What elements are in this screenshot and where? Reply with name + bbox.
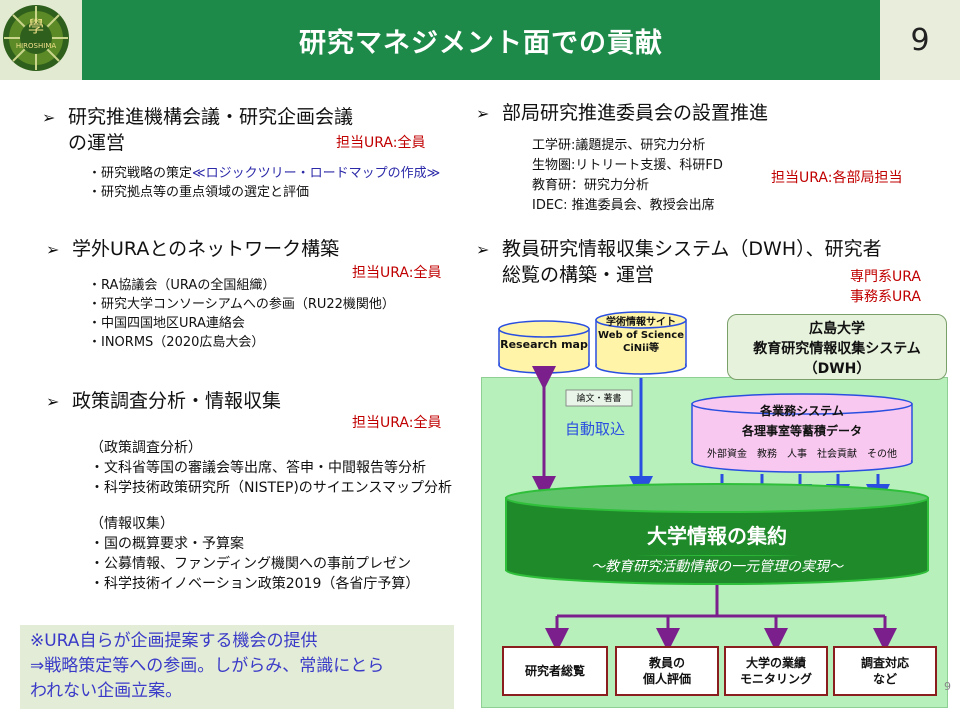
right-section1-item: 工学研:議題提示、研究力分析 xyxy=(532,138,706,153)
section2-heading: ➢学外URAとのネットワーク構築 xyxy=(46,236,339,263)
corner-page-number: 9 xyxy=(944,680,951,693)
section3-owner: 担当URA:全員 xyxy=(352,415,442,431)
output-box-faculty-evaluation: 教員の 個人評価 xyxy=(615,646,719,696)
research-map-database xyxy=(498,320,590,374)
business-items: 外部資金 教務 人事 社会貢献 その他 xyxy=(707,449,897,460)
arrow-bullet-icon: ➢ xyxy=(476,240,490,259)
roadmap-highlight: ≪ロジックツリー・ロードマップの作成≫ xyxy=(192,166,441,181)
dwh-system-box: 広島大学 教育研究情報収集システム （DWH） xyxy=(727,314,947,380)
section3-item: ・科学技術政策研究所（NISTEP)のサイエンスマップ分析 xyxy=(90,480,452,496)
papers-tag: 論文・著書 xyxy=(576,394,622,404)
right-section2-heading-line2: 総覧の構築・運営 xyxy=(502,264,655,286)
academic-info-database xyxy=(595,311,687,375)
university-logo: 學 HIROSHIMA xyxy=(0,0,82,80)
arrow-bullet-icon: ➢ xyxy=(476,104,490,123)
papers-tag-box xyxy=(565,389,633,407)
note-line: ⇒戦略策定等への参画。しがらみ、常識にとら xyxy=(30,656,385,676)
section2-item: ・中国四国地区URA連絡会 xyxy=(88,316,245,331)
business-subtitle: 各理事室等蓄積データ xyxy=(741,424,862,438)
research-map-label: Research map xyxy=(500,338,588,351)
output-tree-lines xyxy=(545,585,897,652)
note-line: われない企画立案。 xyxy=(30,681,183,701)
right-section2-heading: ➢教員研究情報収集システム（DWH）、研究者 xyxy=(476,236,882,263)
section2-item: ・INORMS（2020広島大会） xyxy=(88,335,265,350)
section3-item: ・公募情報、ファンディング機関への事前プレゼン xyxy=(90,556,412,572)
section3-item: ・文科省等国の審議会等出席、答申・中間報告等分析 xyxy=(90,460,426,476)
aggregation-cylinder xyxy=(505,483,929,585)
section3-heading: ➢政策調査分析・情報収集 xyxy=(46,388,281,415)
section3-item: （情報収集） xyxy=(90,516,174,532)
auto-import-label: 自動取込 xyxy=(565,420,626,438)
aggregation-subtitle: ～教育研究活動情報の一元管理の実現～ xyxy=(591,559,843,575)
right-section1-item: IDEC: 推進委員会、教授会出席 xyxy=(532,198,715,213)
output-box-survey-response: 調査対応 など xyxy=(833,646,937,696)
section1-item: ・研究拠点等の重点領域の選定と評価 xyxy=(88,185,310,200)
section1-heading-line2: の運営 xyxy=(68,132,126,154)
section1-heading: ➢研究推進機構会議・研究企画会議 xyxy=(42,104,353,131)
section3-item: （政策調査分析） xyxy=(90,440,202,456)
section3-item: ・科学技術イノベーション政策2019（各省庁予算） xyxy=(90,576,420,592)
right-section1-item: 生物圏:リトリート支援、科研FD xyxy=(532,158,723,173)
section2-item: ・研究大学コンソーシアムへの参画（RU22機関他） xyxy=(88,297,395,312)
page-title: 研究マネジメント面での貢献 xyxy=(299,27,663,59)
arrow-bullet-icon: ➢ xyxy=(46,392,60,411)
page-number-text: 9 xyxy=(910,22,930,58)
section3-item: ・国の概算要求・予算案 xyxy=(90,536,244,552)
section2-item: ・RA協議会（URAの全国組織） xyxy=(88,278,276,293)
business-title: 各業務システム xyxy=(760,404,844,418)
section1-owner: 担当URA:全員 xyxy=(336,135,426,151)
output-box-researcher-directory: 研究者総覧 xyxy=(502,646,608,696)
output-box-performance-monitoring: 大学の業績 モニタリング xyxy=(724,646,828,696)
right-section2-owner: 専門系URA xyxy=(850,269,921,285)
svg-text:HIROSHIMA: HIROSHIMA xyxy=(16,42,57,50)
right-section1-item: 教育研：研究力分析 xyxy=(532,178,650,193)
title-band: 研究マネジメント面での貢献 xyxy=(82,0,880,80)
arrow-bullet-icon: ➢ xyxy=(46,240,60,259)
right-section1-heading: ➢部局研究推進委員会の設置推進 xyxy=(476,100,768,127)
svg-text:學: 學 xyxy=(28,17,44,36)
section1-item: ・研究戦略の策定≪ロジックツリー・ロードマップの作成≫ xyxy=(88,166,441,181)
note-box: ※URA自らが企画提案する機会の提供 ⇒戦略策定等への参画。しがらみ、常識にとら… xyxy=(20,625,454,709)
section2-owner: 担当URA:全員 xyxy=(352,265,442,281)
arrow-bullet-icon: ➢ xyxy=(42,108,56,127)
business-systems-database xyxy=(691,393,913,473)
right-section1-owner: 担当URA:各部局担当 xyxy=(771,170,903,186)
aggregation-title: 大学情報の集約 xyxy=(647,524,787,548)
page-number: 9 xyxy=(880,0,960,80)
note-line: ※URA自らが企画提案する機会の提供 xyxy=(30,631,318,651)
right-section2-owner: 事務系URA xyxy=(850,289,921,305)
academic-label: 学術情報サイト Web of Science CiNii等 xyxy=(598,317,684,354)
